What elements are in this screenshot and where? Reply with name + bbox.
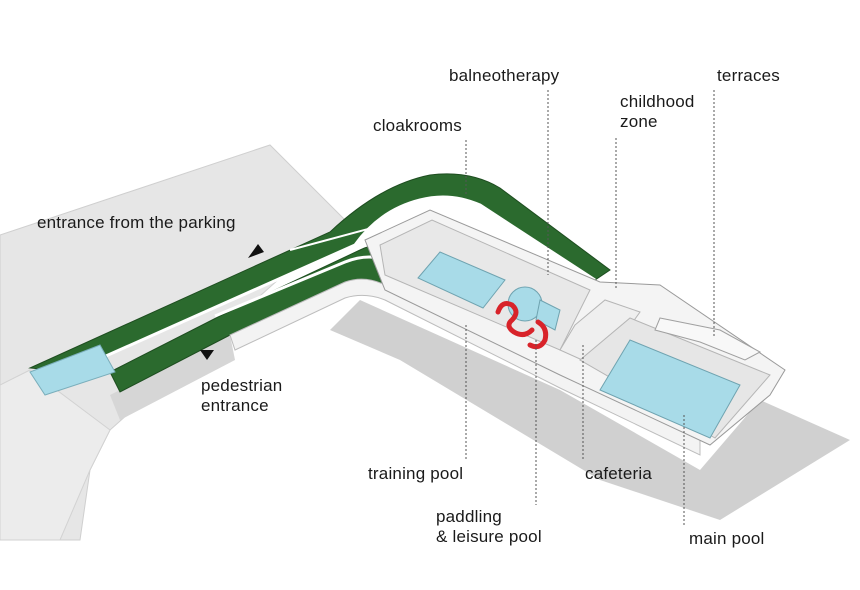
- building-shadow: [330, 300, 850, 520]
- label-main-pool: main pool: [689, 529, 765, 548]
- label-cloakrooms: cloakrooms: [373, 116, 462, 135]
- ground-strip: [0, 369, 111, 541]
- label-balneotherapy: balneotherapy: [449, 66, 560, 85]
- label-childhood-zone: childhood zone: [620, 92, 695, 132]
- label-cafeteria: cafeteria: [585, 464, 653, 483]
- label-terraces: terraces: [717, 66, 781, 85]
- label-entrance-parking: entrance from the parking: [37, 213, 236, 232]
- parapet-line-1: [69, 195, 596, 374]
- pedestrian-entrance-arrow-icon: [200, 350, 214, 360]
- label-paddling-leisure-pool: paddling & leisure pool: [436, 507, 542, 547]
- label-training-pool: training pool: [368, 464, 464, 483]
- main-pool-water: [599, 339, 741, 439]
- leader-lines: [465, 90, 715, 525]
- front-wall: [229, 278, 701, 456]
- label-pedestrian-entrance: pedestrian entrance: [201, 376, 283, 416]
- water-slide: [495, 301, 549, 350]
- ramp-shadow: [110, 335, 235, 420]
- training-pool-water: [417, 251, 506, 309]
- entrance-water: [29, 344, 116, 396]
- terraces-steps: [654, 317, 762, 361]
- parking-entrance-arrow-icon: [248, 244, 264, 258]
